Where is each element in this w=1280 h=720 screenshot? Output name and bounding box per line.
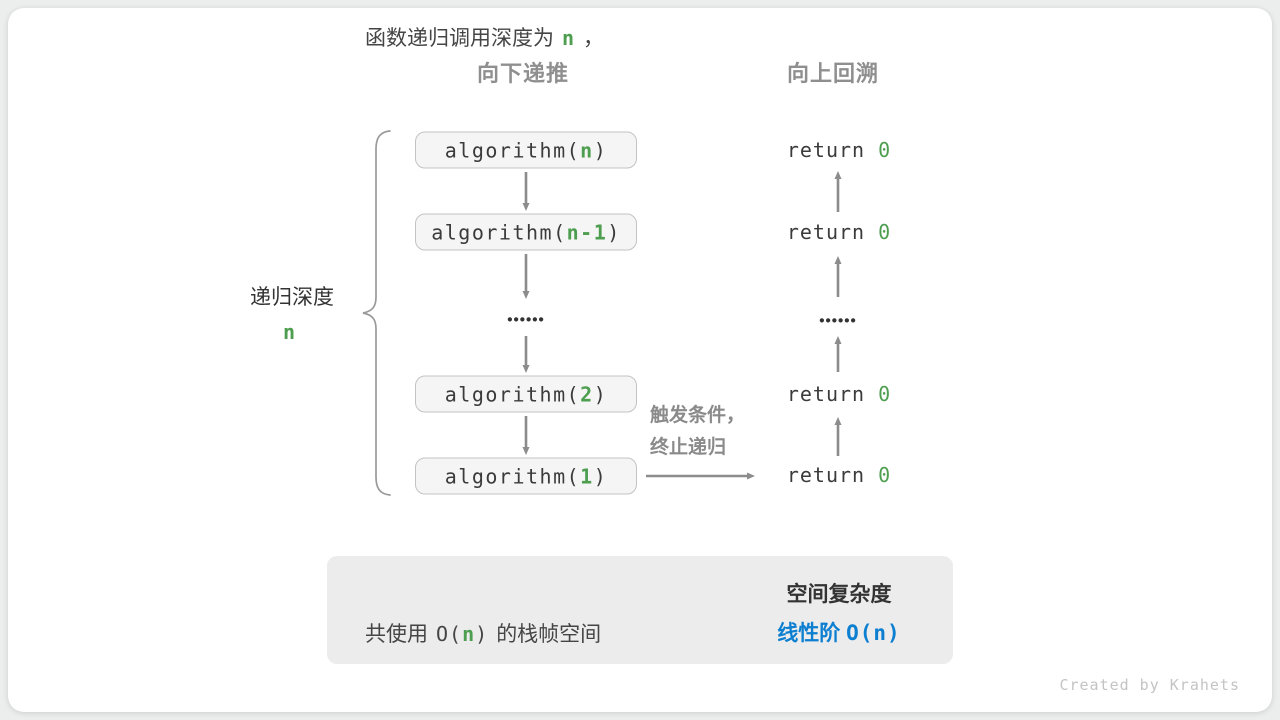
summary-line1-text: 函数递归调用深度为 [365,27,554,50]
call-box-2: algorithm(2) [415,375,637,413]
call-box-n-1: algorithm(n-1) [415,213,637,251]
call-box-n-1-arg: n-1 [566,220,608,244]
return-keyword: return [786,220,866,244]
call-box-n-arg: n [580,138,594,162]
summary-line1-punct: ， [583,27,605,50]
base-case-note: 触发条件， 终止递归 [650,400,745,464]
summary-line2-code-open: O( [436,622,463,646]
call-box-n-pre: algorithm( [444,138,581,162]
base-case-note-line1: 触发条件， [650,405,746,426]
call-box-1-post: ) [593,464,608,488]
return-line-4: return 0 [787,463,891,487]
header-downward-recursion: 向下递推 [476,61,570,86]
call-box-1: algorithm(1) [415,457,637,495]
summary-line2-text-end: 的栈帧空间 [496,623,602,646]
complexity-order-label: 线性阶 [777,622,841,645]
watermark-credit: Created by Krahets [1059,676,1240,694]
recursion-ellipsis: •••••• [507,311,545,329]
summary-line2-text: 共使用 [365,623,428,646]
call-box-n: algorithm(n) [415,131,637,169]
return-keyword: return [786,463,866,487]
call-box-n-1-post: ) [607,220,621,244]
base-case-note-line2: 终止递归 [650,437,727,458]
depth-variable: n [282,320,296,344]
summary-line2-code-close: ) [475,622,489,646]
depth-label: 递归深度 [250,286,334,309]
summary-left-line2: 共使用 O(n) 的栈帧空间 [365,618,601,648]
space-complexity-result: 线性阶 O(n) [777,617,900,647]
return-ellipsis: •••••• [819,312,857,330]
return-value: 0 [878,138,892,162]
return-value: 0 [878,382,892,406]
complexity-big-o: O(n) [846,621,901,645]
summary-line1-var: n [562,26,576,50]
summary-line2-var: n [462,622,476,646]
return-keyword: return [786,382,866,406]
return-line-2: return 0 [787,220,891,244]
call-box-n-post: ) [593,138,608,162]
return-line-3: return 0 [787,382,891,406]
return-value: 0 [878,463,892,487]
call-box-2-arg: 2 [580,382,594,406]
return-line-1: return 0 [787,138,891,162]
call-box-1-pre: algorithm( [444,464,581,488]
space-complexity-title: 空间复杂度 [786,583,892,606]
call-box-n-1-pre: algorithm( [431,220,567,244]
header-upward-backtracking: 向上回溯 [786,61,880,86]
return-keyword: return [786,138,866,162]
return-value: 0 [878,220,892,244]
call-box-2-post: ) [593,382,608,406]
call-box-2-pre: algorithm( [444,382,581,406]
summary-left-line1: 函数递归调用深度为 n ， [365,22,604,52]
call-box-1-arg: 1 [580,464,594,488]
